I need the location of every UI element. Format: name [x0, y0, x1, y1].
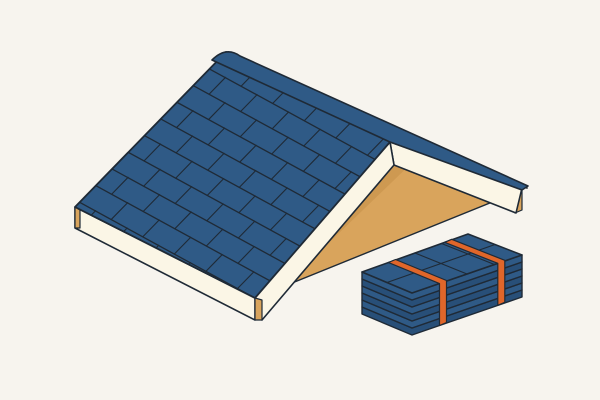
shingle-tab-line	[173, 236, 192, 255]
shingle-tab-line	[174, 211, 192, 230]
shingle-tab-line	[238, 195, 256, 214]
shingle-tab-line	[301, 204, 320, 223]
shingle-tab-line	[207, 127, 226, 146]
shingle-tab-line	[205, 228, 224, 247]
shingle-tab-line	[208, 102, 226, 120]
shingle-tab-line	[111, 176, 129, 195]
bundle-strap-right	[444, 238, 506, 306]
shingle-tab-line	[270, 187, 288, 206]
shingle-tab-line	[206, 178, 225, 196]
shingle-tab-line	[366, 137, 385, 156]
shingle-course-line	[150, 113, 359, 228]
shingle-tab-line	[270, 162, 289, 180]
shingle-tab-line	[143, 168, 161, 187]
shingle-tab-line	[175, 135, 194, 154]
shingle-tab-line	[174, 186, 193, 204]
shingle-tab-line	[237, 271, 255, 290]
shingle-course-line	[134, 129, 343, 244]
shingle-tab-line	[237, 246, 255, 264]
shingle-tab-line	[269, 237, 287, 256]
shingle-tab-line	[110, 202, 129, 220]
roof	[74, 51, 529, 321]
shingle-course-line	[101, 163, 310, 278]
shingle-course-line	[75, 196, 278, 298]
shingle-tab-line	[175, 160, 193, 179]
shingle-bundle	[361, 233, 523, 336]
shingle-tab-line	[208, 76, 227, 95]
shingle-course-line	[85, 179, 294, 294]
bundle-strap-left	[387, 258, 448, 327]
shingle-tab-line	[238, 170, 257, 188]
shingle-tab-line	[239, 119, 258, 138]
shingle-tab-line	[303, 128, 321, 147]
shingle-tab-line	[302, 154, 321, 172]
shingle-course-line	[199, 63, 390, 178]
shingle-tab-line	[334, 146, 353, 164]
shingle-tab-line	[302, 179, 320, 198]
front-fascia-right-end	[254, 297, 263, 321]
shingle-course-line	[182, 79, 390, 194]
shingle-tab-line	[239, 144, 257, 163]
shingle-course-line	[166, 96, 375, 211]
shingle-tab-line	[143, 143, 162, 162]
shingle-tab-line	[205, 254, 223, 272]
shingle-tab-line	[269, 212, 288, 231]
shingle-tab-line	[176, 110, 194, 128]
shingle-course-line	[117, 146, 327, 261]
shingle-tab-line	[334, 171, 352, 190]
shingle-tab-line	[240, 94, 258, 112]
shingle-tab-line	[271, 136, 289, 155]
shingle-tab-line	[142, 194, 161, 212]
shingle-tab-line	[271, 111, 290, 130]
shingle-tab-line	[206, 203, 224, 222]
shingle-tab-line	[176, 84, 195, 103]
ridge-cap	[211, 51, 529, 191]
shingle-tab-line	[237, 220, 256, 239]
shingle-tab-line	[142, 219, 160, 238]
shingle-tab-line	[207, 152, 225, 171]
